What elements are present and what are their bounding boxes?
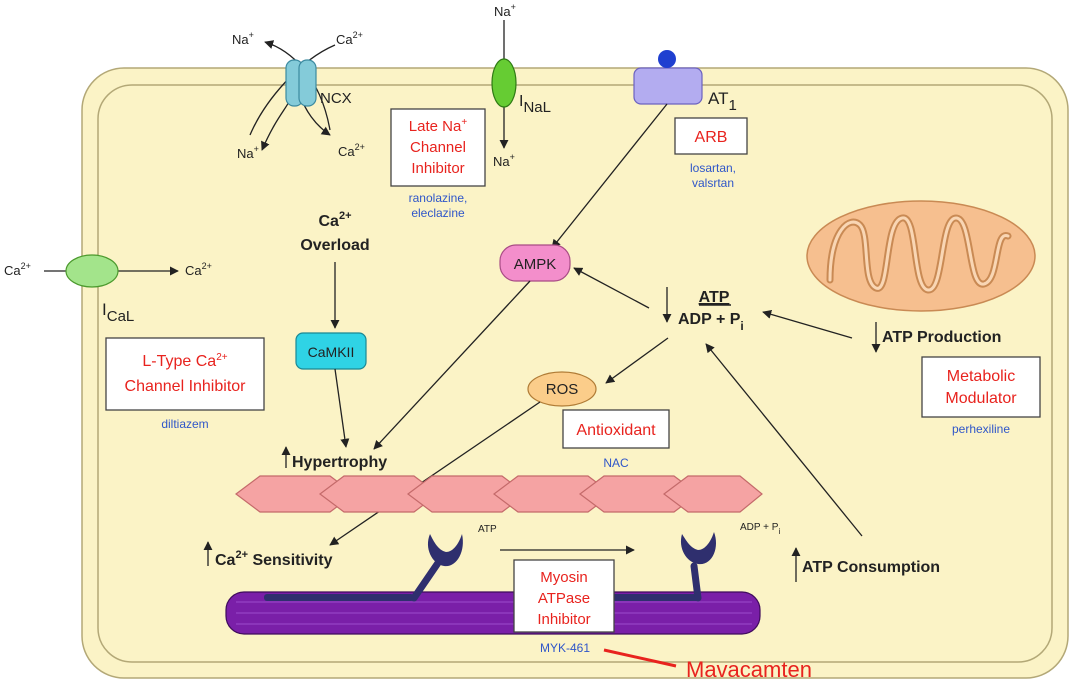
arb-examples1: losartan, [690,161,736,175]
arb-box [674,117,748,155]
metabolic-line1: Metabolic [947,368,1015,385]
arrow-ampk-to-hypertrophy [373,280,531,450]
arb-label: ARB [695,129,728,146]
myosin-inhibitor-box [513,559,615,633]
ical-ca-right-label: Ca2+ [185,261,212,278]
mitochondria [806,200,1036,312]
ltype-line1: L-Type Ca2+ [142,352,227,370]
ltype-inhibitor-box [105,337,265,411]
antioxidant-label: Antioxidant [576,422,656,439]
antioxidant-box [562,409,670,449]
ampk-label: AMPK [514,256,557,273]
arrow-production-to-atp [762,309,853,339]
late-na-line2: Channel [410,139,466,156]
arb-examples2: valsrtan [692,176,734,190]
at1-receptor [633,50,703,105]
myosin-line2: ATPase [538,590,590,607]
myosin-examples: MYK-461 [540,641,590,655]
ca-overload-line1: Ca2+ [319,210,352,230]
atp-label: ATP [699,289,730,306]
myosin-atp-label: ATP [478,524,497,535]
camkii-node [295,332,367,370]
at1-label: AT1 [708,89,737,114]
myosin-head-left [410,534,463,602]
mavacamten-pointer [603,648,677,668]
ncx-na-top-label: Na+ [232,30,254,47]
ampk-node [499,244,571,282]
late-na-line1: Late Na+ [409,117,468,135]
ltype-line2: Channel Inhibitor [125,378,247,395]
ncx-exchanger [249,40,336,151]
ca-sensitivity-label: Ca2+ Sensitivity [215,549,333,569]
hypertrophy-label: Hypertrophy [292,454,387,471]
inal-na-bottom-label: Na+ [493,152,515,169]
inal-channel [491,20,517,149]
inal-label: INaL [519,93,551,116]
ical-ca-left-label: Ca2+ [4,261,31,278]
myosin-head-right [680,532,717,602]
ical-label: ICaL [102,300,134,325]
ical-channel [44,254,179,288]
ncx-na-bottom-label: Na+ [237,144,259,161]
antioxidant-examples: NAC [603,456,629,470]
late-na-examples2: eleclazine [411,206,465,220]
mavacamten-label: Mavacamten [686,657,812,682]
arrow-camkii-to-hypertrophy [334,368,350,448]
late-na-line3: Inhibitor [411,160,464,177]
myosin-filament [225,591,761,635]
ltype-examples: diltiazem [161,417,208,431]
ncx-ca-top-label: Ca2+ [336,30,363,47]
metabolic-modulator-box [921,356,1041,418]
arrow-atp-to-ampk [573,267,650,309]
arrow-consumption-to-adp [705,343,863,537]
myosin-line1: Myosin [540,569,588,586]
metabolic-examples: perhexiline [952,422,1010,436]
ncx-label: NCX [320,90,352,107]
myosin-adp-label: ADP + Pi [740,522,780,536]
metabolic-line2: Modulator [945,390,1017,407]
arrow-ros-to-ca-sensitivity [329,401,541,546]
ros-node [527,371,597,407]
ros-label: ROS [546,381,579,398]
arrow-atp-to-ros [605,337,669,384]
ncx-ca-bottom-label: Ca2+ [338,142,365,159]
sarcomere-filaments [235,475,763,513]
late-na-examples1: ranolazine, [409,191,468,205]
arrow-at1-to-ampk [551,103,668,249]
atp-production-label: ATP Production [882,329,1001,346]
late-na-inhibitor-box [390,108,486,187]
atp-consumption-label: ATP Consumption [802,559,940,576]
ca-overload-line2: Overload [300,237,369,254]
adp-label: ADP + Pi [678,311,744,333]
inal-na-top-label: Na+ [494,2,516,19]
camkii-label: CaMKII [308,344,355,360]
myosin-line3: Inhibitor [537,611,590,628]
